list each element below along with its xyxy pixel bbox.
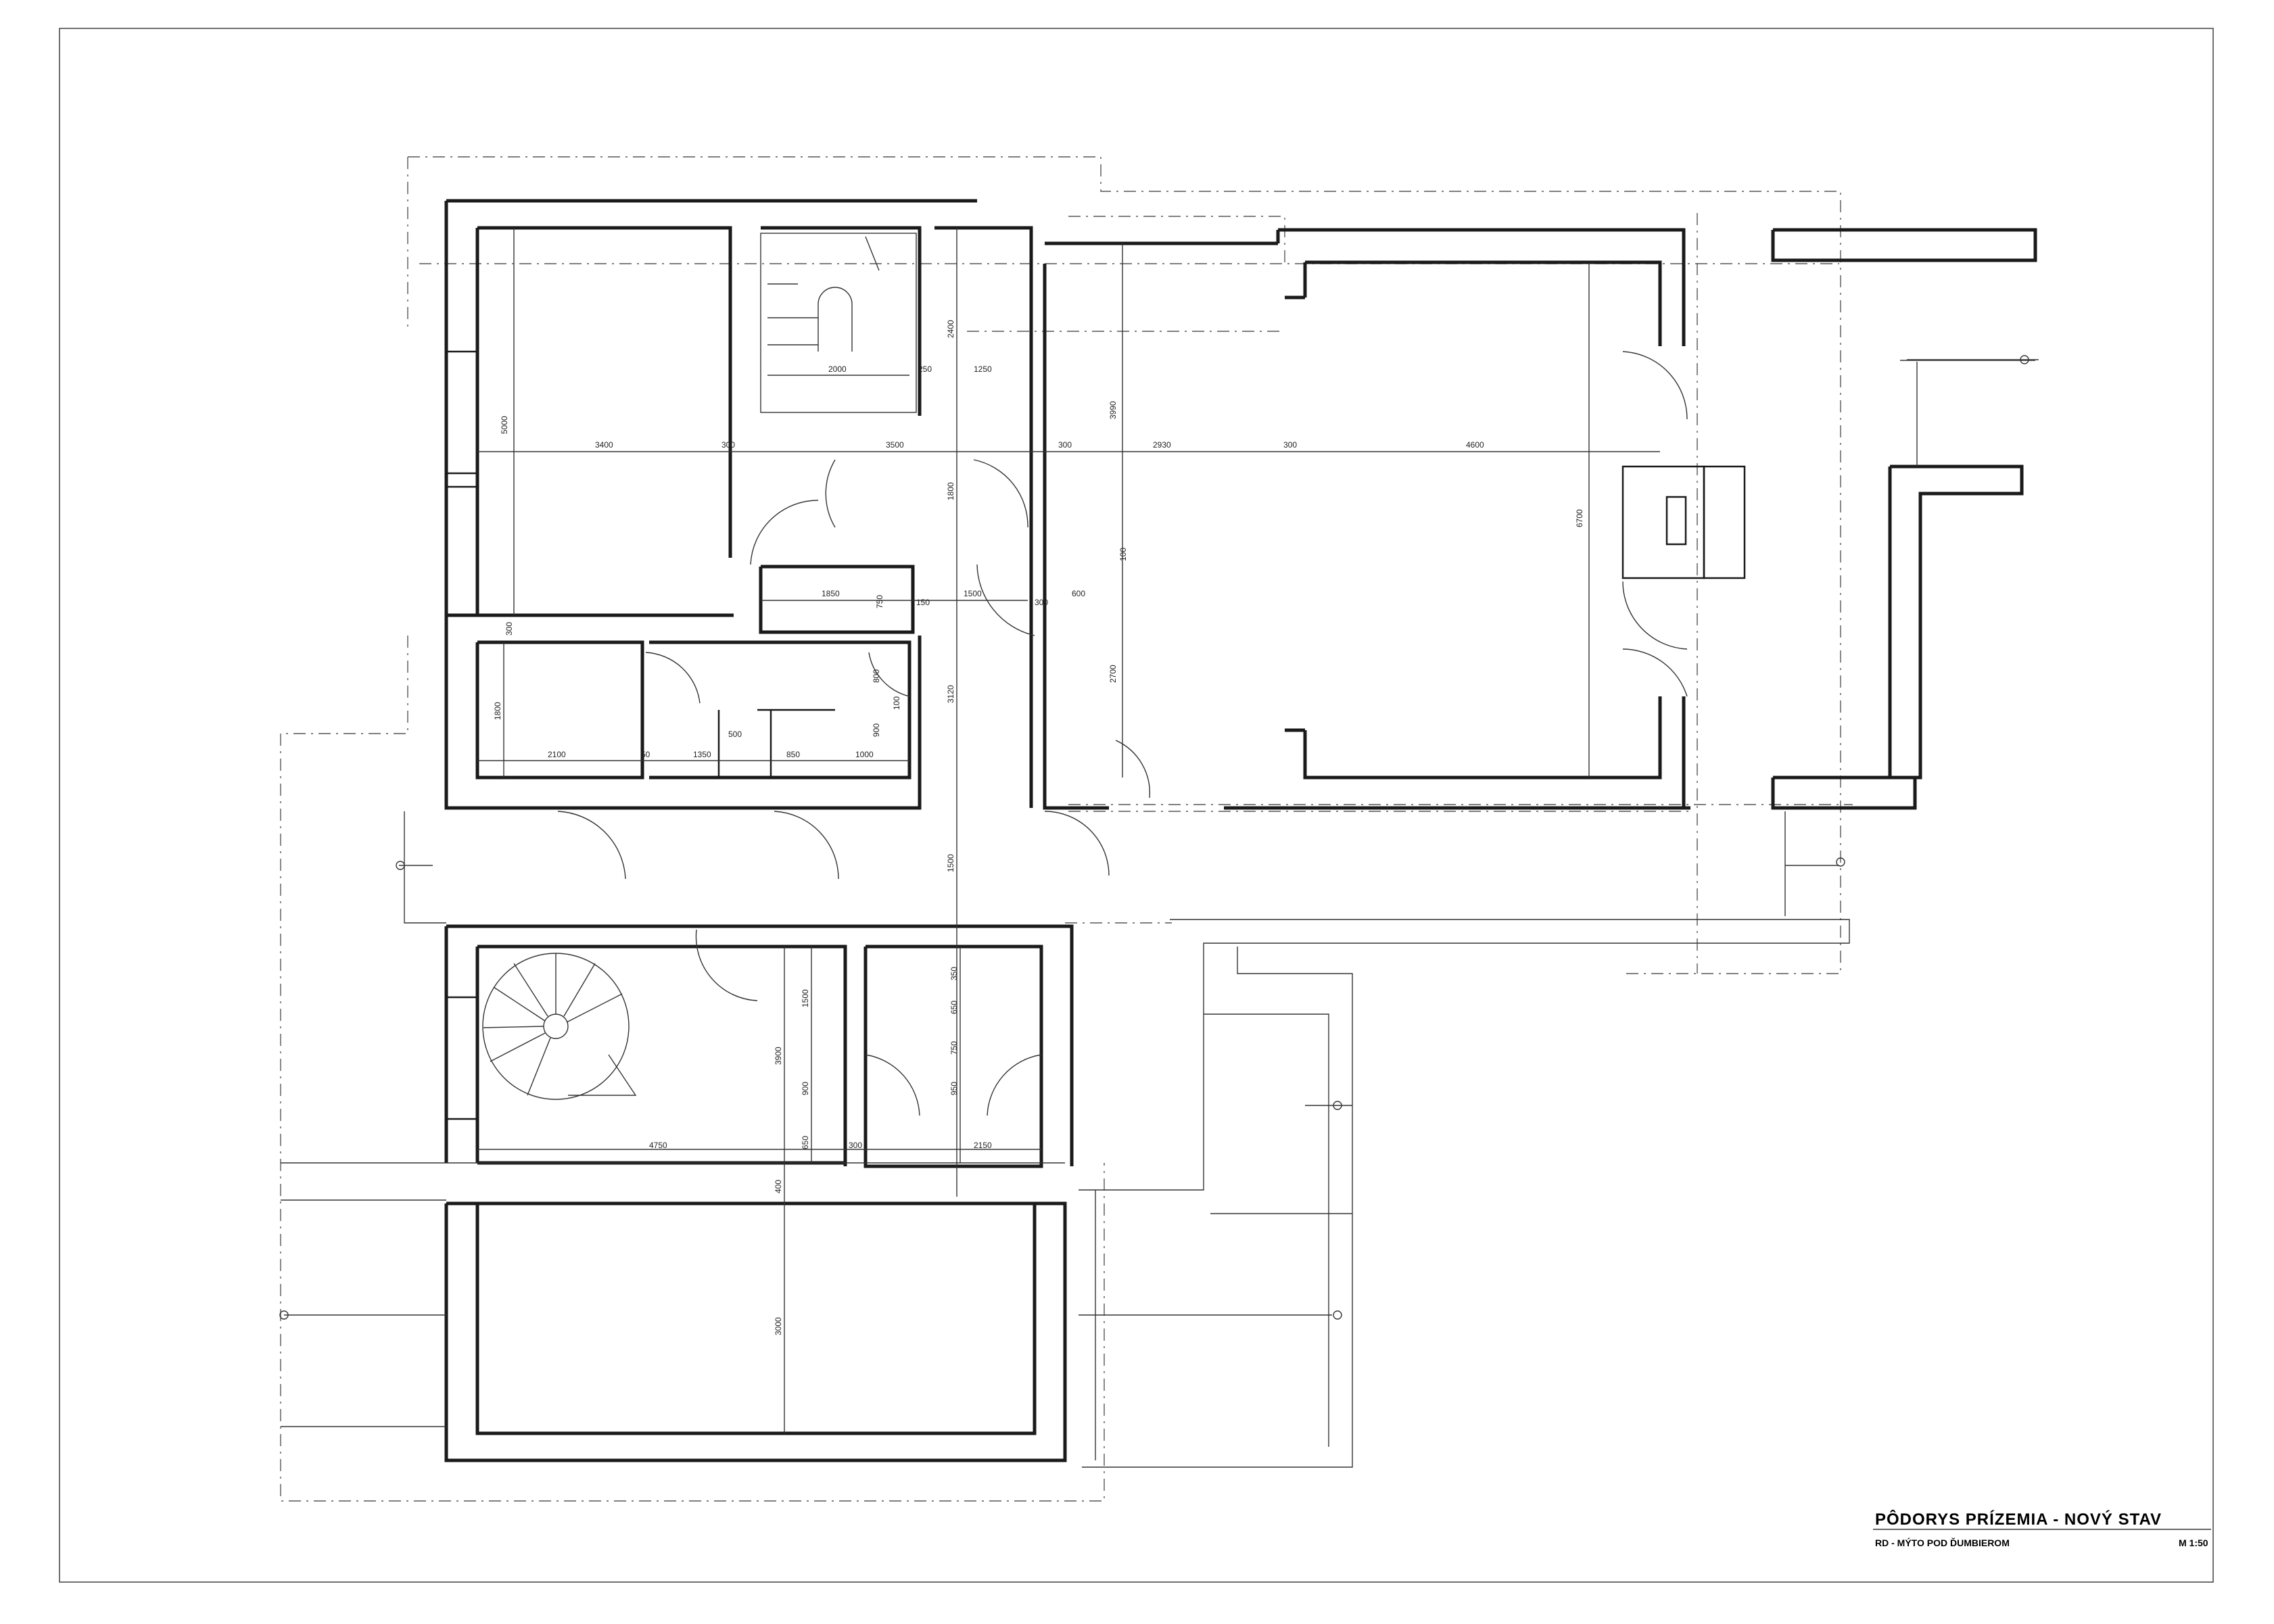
drawing-title: PÔDORYS PRÍZEMIA - NOVÝ STAV: [1875, 1510, 2162, 1529]
dimension-labels: 3400 300 3500 300 2930 300 4600 5000 670…: [493, 320, 1584, 1335]
walls: [444, 199, 2037, 1462]
dim-100: 100: [892, 696, 901, 710]
sheet-border: [59, 28, 2214, 1583]
dim-2700: 2700: [1108, 665, 1118, 683]
dim-3990: 3990: [1108, 401, 1118, 419]
spiral-staircase: [482, 953, 637, 1100]
dim-350: 350: [949, 967, 959, 980]
dim-2930: 2930: [1153, 440, 1171, 450]
dim-300: 300: [721, 440, 735, 450]
top-staircase: [760, 233, 917, 413]
dim-1000: 1000: [855, 750, 874, 759]
dimension-lines: [477, 228, 1660, 1433]
dim-1850: 1850: [822, 589, 840, 598]
dim-1350: 1350: [693, 750, 711, 759]
terrace-lines: [281, 359, 2039, 1468]
dim-500: 500: [728, 730, 742, 739]
section-markers: [279, 355, 2035, 1320]
dim-300: 300: [504, 622, 514, 636]
doors: [557, 351, 1688, 1116]
dim-3120: 3120: [946, 685, 955, 703]
title-block: PÔDORYS PRÍZEMIA - NOVÝ STAV RD - MÝTO P…: [1873, 1510, 2211, 1548]
dim-650: 650: [949, 1001, 959, 1014]
dim-300: 300: [1283, 440, 1297, 450]
dim-1500: 1500: [801, 989, 810, 1007]
dim-2400: 2400: [946, 320, 955, 338]
dim-3500: 3500: [886, 440, 904, 450]
dim-5000: 5000: [500, 416, 509, 434]
dim-1800: 1800: [493, 702, 502, 720]
dim-900: 900: [801, 1082, 810, 1095]
dim-650: 650: [801, 1136, 810, 1149]
dim-250: 250: [918, 364, 932, 374]
dim-50: 50: [641, 750, 650, 759]
dim-4750: 4750: [649, 1141, 667, 1150]
dim-2100: 2100: [548, 750, 566, 759]
dim-300: 300: [1035, 598, 1048, 607]
dim-2150: 2150: [974, 1141, 992, 1150]
dim-4600: 4600: [1466, 440, 1484, 450]
dim-750: 750: [875, 595, 884, 608]
dim-600: 600: [1072, 589, 1085, 598]
dim-100: 100: [1118, 548, 1128, 561]
dim-6700: 6700: [1575, 509, 1584, 527]
dim-850: 850: [786, 750, 800, 759]
dim-3400: 3400: [595, 440, 613, 450]
project-name: RD - MÝTO POD ĎUMBIEROM: [1875, 1537, 2010, 1548]
dim-1800: 1800: [946, 482, 955, 500]
dim-3000: 3000: [774, 1317, 783, 1335]
dim-300: 300: [1058, 440, 1072, 450]
dim-150: 150: [916, 598, 930, 607]
dim-900: 900: [872, 723, 881, 737]
dim-3900: 3900: [774, 1047, 783, 1065]
dim-400: 400: [774, 1180, 783, 1193]
dim-750: 750: [949, 1041, 959, 1055]
dim-300: 300: [849, 1141, 862, 1150]
dim-1500: 1500: [946, 854, 955, 872]
dim-1250: 1250: [974, 364, 992, 374]
dim-950: 950: [949, 1082, 959, 1095]
dim-2000: 2000: [828, 364, 847, 374]
dim-1500: 1500: [964, 589, 982, 598]
drawing-scale: M 1:50: [2179, 1537, 2208, 1548]
dim-800: 800: [872, 669, 881, 683]
